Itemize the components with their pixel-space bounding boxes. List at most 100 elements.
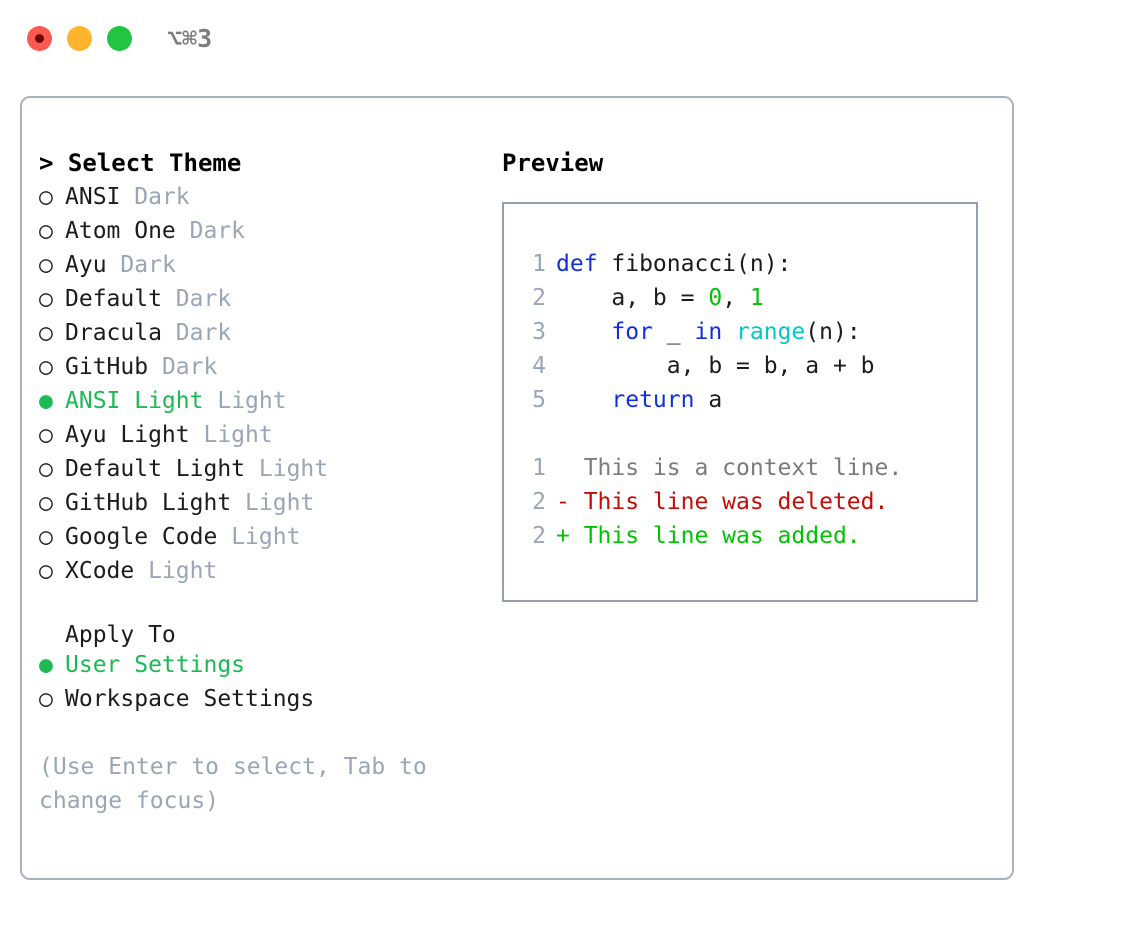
diff-text: - This line was deleted. (556, 489, 889, 515)
code-token: , (722, 285, 750, 311)
spacer (231, 490, 245, 516)
radio-unselected-icon: ○ (39, 184, 53, 210)
close-button-inner-dot (35, 34, 44, 43)
spacer (107, 252, 121, 278)
theme-option[interactable]: ○Atom One Dark (39, 214, 479, 248)
code-token: fibonacci(n): (611, 251, 792, 277)
theme-option[interactable]: ○GitHub Light Light (39, 486, 479, 520)
code-token: return (611, 387, 695, 413)
theme-kind-badge: Light (203, 422, 273, 448)
code-token: a (694, 387, 723, 413)
theme-kind-badge: Dark (175, 320, 232, 346)
radio-unselected-icon: ○ (39, 456, 53, 482)
theme-kind-badge: Dark (120, 252, 176, 278)
radio-unselected-icon: ○ (39, 422, 53, 448)
code-line: 3 for _ in range(n): (518, 315, 972, 349)
diff-line: 1 This is a context line. (518, 451, 972, 485)
window-title: ⌥⌘3 (167, 24, 213, 53)
theme-name: Ayu Light (65, 422, 190, 448)
theme-list[interactable]: ○ANSI Dark○Atom One Dark○Ayu Dark○Defaul… (39, 180, 479, 588)
keyboard-hint: (Use Enter to select, Tab to change focu… (39, 754, 427, 814)
diff-text: + This line was added. (556, 523, 861, 549)
spacer (245, 456, 259, 482)
title-bar: ⌥⌘3 (0, 0, 1140, 78)
radio-unselected-icon: ○ (39, 354, 53, 380)
code-token: (n): (805, 319, 861, 345)
apply-to-label: User Settings (65, 652, 246, 678)
theme-option[interactable]: ○Default Dark (39, 282, 479, 316)
radio-unselected-icon: ○ (39, 686, 53, 712)
theme-kind-badge: Light (217, 388, 287, 414)
theme-picker-column: > Select Theme ○ANSI Dark○Atom One Dark○… (39, 146, 479, 818)
code-token: in (694, 319, 723, 345)
radio-unselected-icon: ○ (39, 218, 53, 244)
theme-name: Google Code (65, 524, 218, 550)
radio-selected-icon: ● (39, 652, 53, 678)
preview-title: Preview (502, 149, 604, 177)
code-token: range (736, 319, 806, 345)
diff-line: 2 + This line was added. (518, 519, 972, 553)
theme-name: Dracula (65, 320, 162, 346)
theme-option[interactable]: ○XCode Light (39, 554, 479, 588)
spacer (148, 354, 162, 380)
apply-to-option[interactable]: ● User Settings (39, 648, 479, 682)
radio-unselected-icon: ○ (39, 252, 53, 278)
select-theme-header: > Select Theme (39, 149, 242, 177)
code-token: a, b = (556, 285, 709, 311)
theme-name: Default Light (65, 456, 246, 482)
line-number: 1 (532, 455, 546, 481)
spacer (162, 320, 176, 346)
theme-option[interactable]: ○ Dracula Dark (39, 316, 479, 350)
maximize-button[interactable] (107, 26, 132, 51)
radio-unselected-icon: ○ (39, 524, 53, 550)
code-line: 4 a, b = b, a + b (518, 349, 972, 383)
theme-name: XCode (65, 558, 135, 584)
theme-option[interactable]: ○ Google Code Light (39, 520, 479, 554)
spacer (203, 388, 217, 414)
apply-to-option[interactable]: ○Workspace Settings (39, 682, 479, 716)
theme-name: Ayu (65, 252, 107, 278)
line-number: 2 (532, 285, 546, 311)
theme-name: ANSI (65, 184, 121, 210)
theme-name: Default (65, 286, 162, 312)
radio-selected-icon: ● (39, 388, 53, 414)
radio-unselected-icon: ○ (39, 490, 53, 516)
code-token: _ (652, 319, 695, 345)
theme-option[interactable]: ○ Ayu Dark (39, 248, 479, 282)
code-line: 2 a, b = 0, 1 (518, 281, 972, 315)
theme-option[interactable]: ○Default Light Light (39, 452, 479, 486)
main-panel: > Select Theme ○ANSI Dark○Atom One Dark○… (20, 96, 1014, 880)
code-token (556, 387, 611, 413)
spacer (217, 524, 231, 550)
spacer (120, 184, 134, 210)
theme-option[interactable]: ● ANSI Light Light (39, 384, 479, 418)
diff-line: 2- This line was deleted. (518, 485, 972, 519)
theme-name: ANSI Light (65, 388, 204, 414)
theme-option[interactable]: ○ ANSI Dark (39, 180, 479, 214)
minimize-button[interactable] (67, 26, 92, 51)
code-token: a, b = b, a + b (556, 353, 875, 379)
theme-name: Atom One (65, 218, 176, 244)
line-number: 2 (532, 523, 546, 549)
theme-option[interactable]: ○ Ayu Light Light (39, 418, 479, 452)
radio-unselected-icon: ○ (39, 320, 53, 346)
line-number: 3 (532, 319, 546, 345)
theme-option[interactable]: ○GitHub Dark (39, 350, 479, 384)
apply-to-list[interactable]: ● User Settings ○Workspace Settings (39, 648, 479, 716)
code-line: 5 return a (518, 383, 972, 417)
spacer (176, 218, 190, 244)
line-number: 5 (532, 387, 546, 413)
spacer (162, 286, 176, 312)
theme-kind-badge: Dark (134, 184, 190, 210)
code-diff-separator (518, 417, 972, 451)
code-token: def (556, 251, 612, 277)
theme-kind-badge: Light (231, 524, 301, 550)
spacer (134, 558, 148, 584)
theme-kind-badge: Light (245, 490, 315, 516)
diff-text: This is a context line. (556, 455, 903, 481)
code-token: 1 (749, 285, 764, 311)
